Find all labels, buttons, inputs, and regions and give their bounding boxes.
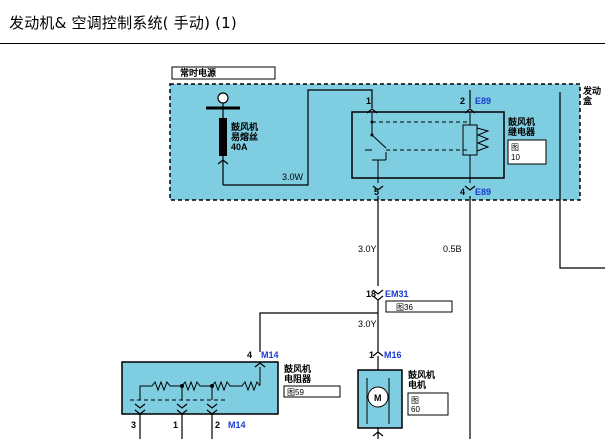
resistor-ref: 图59 <box>287 388 304 397</box>
resistor-pin-b1: 3 <box>131 420 136 430</box>
motor-ref-box <box>407 392 449 416</box>
resistor-pin-b3: 2 <box>215 420 220 430</box>
box-label-line1: 发动 <box>582 85 601 96</box>
relay-connector-bottom: E89 <box>475 187 491 197</box>
motor-ref-2: 60 <box>411 405 420 414</box>
relay-ref-1: 图 <box>511 143 519 152</box>
resistor-connector-bottom: M14 <box>228 420 246 430</box>
resistor-pin-b2: 1 <box>173 420 178 430</box>
relay-ref-box <box>507 139 547 165</box>
relay-ref-2: 10 <box>511 153 520 162</box>
motor-label-1: 鼓风机 <box>408 369 435 380</box>
resistor-label-1: 鼓风机 <box>284 363 311 374</box>
box-label-line2: 盒 <box>582 95 593 106</box>
relay-pin-1: 1 <box>366 96 371 106</box>
resistor-box <box>121 361 279 415</box>
relay-pin-5: 5 <box>374 187 379 197</box>
motor-symbol <box>367 386 389 408</box>
power-label: 常时电源 <box>180 67 216 78</box>
motor-pin: 1 <box>369 350 374 360</box>
motor-connector: M16 <box>384 350 402 360</box>
em31-connector: EM31 <box>385 289 409 299</box>
relay-label-1: 鼓风机 <box>508 116 535 127</box>
em31-ref-box <box>385 300 453 313</box>
motor-ref-1: 图 <box>411 396 419 405</box>
power-label-box <box>171 66 276 80</box>
fuse-label-3: 40A <box>231 142 248 152</box>
resistor-ref-box <box>283 385 341 398</box>
wire-to-resistor <box>259 312 378 352</box>
wire-label-3-0y-a: 3.0Y <box>358 244 377 254</box>
fuse-label-1: 鼓风机 <box>231 121 258 132</box>
relay-connector-top: E89 <box>475 96 491 106</box>
wire-fuse-relay <box>223 89 373 186</box>
fuse-label-2: 易熔丝 <box>231 131 258 142</box>
relay-pin-2: 2 <box>460 96 465 106</box>
motor-symbol-label: M <box>374 393 382 403</box>
wire-label-3-0y-b: 3.0Y <box>358 319 377 329</box>
terminal-circle <box>217 92 229 104</box>
resistor-label-2: 电阻器 <box>284 373 312 384</box>
title-bar: 发动机& 空调控制系统( 手动) (1) <box>0 0 605 44</box>
relay-pin-4: 4 <box>460 187 465 197</box>
relay-label-2: 继电器 <box>508 126 536 137</box>
page-title: 发动机& 空调控制系统( 手动) (1) <box>9 14 237 32</box>
wire-label-3-0w: 3.0W <box>282 172 304 182</box>
motor-label-2: 电机 <box>408 379 426 390</box>
wire-right-exit <box>559 92 605 269</box>
fusible-link <box>219 118 227 156</box>
resistor-connector-top: M14 <box>261 350 279 360</box>
resistor-pin-top: 4 <box>247 350 252 360</box>
em31-pin: 18 <box>366 289 376 299</box>
wire-label-0-5b: 0.5B <box>443 244 462 254</box>
relay-box <box>351 111 505 179</box>
em31-ref: 图36 <box>396 303 413 312</box>
